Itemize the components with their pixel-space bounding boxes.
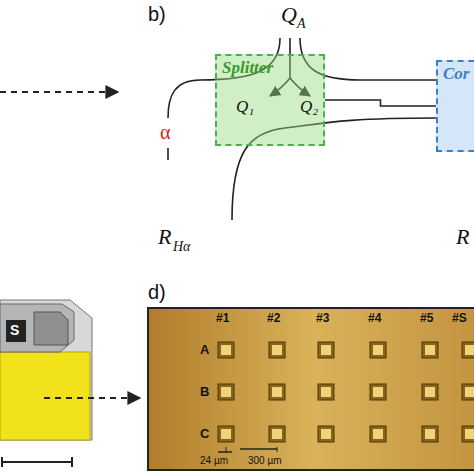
sensor-pad [318, 342, 334, 358]
pad-core [465, 429, 474, 439]
pad-core [321, 387, 331, 397]
pad-frame [370, 342, 386, 358]
pad-core [221, 429, 231, 439]
row-label: B [200, 385, 209, 398]
sensor-pad [422, 384, 438, 400]
column-label: #1 [216, 312, 229, 324]
pad-frame [318, 426, 334, 442]
sensor-pad [422, 342, 438, 358]
column-label: #4 [368, 312, 381, 324]
sensor-pad [422, 426, 438, 442]
pad-letter: S [10, 323, 19, 337]
pad-frame [269, 384, 285, 400]
pad-core [373, 345, 383, 355]
device-face [0, 304, 74, 352]
pad-core [373, 429, 383, 439]
wire [167, 148, 169, 160]
pad-core [425, 429, 435, 439]
pad-frame [462, 426, 474, 442]
subscript: Hα [173, 240, 190, 254]
column-label: #3 [316, 312, 329, 324]
channel-label: α [160, 122, 170, 142]
corrector-box: Cor [436, 60, 474, 152]
current-symbol: Q [281, 4, 297, 26]
dimension-bar [218, 451, 232, 453]
sensor-pad [462, 384, 474, 400]
box-title: Splitter [222, 58, 318, 78]
sensor-pad [370, 342, 386, 358]
pad-frame [218, 426, 234, 442]
pad-frame [462, 342, 474, 358]
pad-frame [462, 384, 474, 400]
pad-frame [218, 384, 234, 400]
pad-frame [422, 384, 438, 400]
sensor-pad [269, 426, 285, 442]
pad-core [272, 345, 282, 355]
pad-core [272, 429, 282, 439]
scale-bar [2, 461, 72, 463]
pointer-arrow [0, 91, 118, 93]
pad-core [373, 387, 383, 397]
pad-frame [370, 384, 386, 400]
pad-core [221, 387, 231, 397]
pad-frame [422, 342, 438, 358]
gold-layer [0, 352, 90, 440]
row-label: A [200, 343, 209, 356]
dimension-tick [226, 447, 227, 452]
scale-bar-tick [71, 457, 73, 467]
pad-frame [370, 426, 386, 442]
wire-connector [325, 100, 436, 106]
pad-frame [269, 342, 285, 358]
sensor-pad [462, 342, 474, 358]
pad-core [425, 387, 435, 397]
resistance-symbol: R [456, 226, 469, 248]
sensor-pad [462, 426, 474, 442]
pad-core [425, 345, 435, 355]
device-body [0, 300, 92, 440]
column-label: #5 [420, 312, 433, 324]
pad-core [465, 345, 474, 355]
sensor-pad [218, 426, 234, 442]
panel-label: b) [148, 4, 166, 24]
subscript: A [297, 17, 306, 31]
pointer-arrow [44, 397, 140, 399]
panel-label: d) [148, 282, 166, 302]
scale-bar-tick [1, 457, 3, 467]
sensor-pad [218, 384, 234, 400]
sensor-pad [218, 342, 234, 358]
pad-core [221, 345, 231, 355]
pad-frame [318, 384, 334, 400]
pad-frame [422, 426, 438, 442]
sensor-pad [318, 384, 334, 400]
chip-substrate [148, 308, 474, 470]
resistance-symbol: R [158, 226, 171, 248]
sensor-pad [6, 320, 26, 342]
pad-frame [269, 426, 285, 442]
sensor-pad [370, 426, 386, 442]
sensor-pad [370, 384, 386, 400]
box-title: Cor [443, 64, 474, 84]
column-label: #2 [267, 312, 280, 324]
dimension: 300 µm [248, 456, 282, 466]
pad-core [321, 429, 331, 439]
dimension: 24 µm [200, 456, 228, 466]
pad-frame [218, 342, 234, 358]
sensor-pad [269, 384, 285, 400]
pad-frame [318, 342, 334, 358]
device-step [34, 312, 68, 345]
row-label: C [200, 427, 209, 440]
sensor-pad [318, 426, 334, 442]
sensor-pad [269, 342, 285, 358]
dimension-bar [240, 448, 277, 450]
column-label: #S [452, 312, 467, 324]
pad-core [321, 345, 331, 355]
pad-core [272, 387, 282, 397]
current-symbol: Q₁ [236, 98, 254, 115]
current-symbol: Q₂ [300, 98, 318, 115]
pad-core [465, 387, 474, 397]
